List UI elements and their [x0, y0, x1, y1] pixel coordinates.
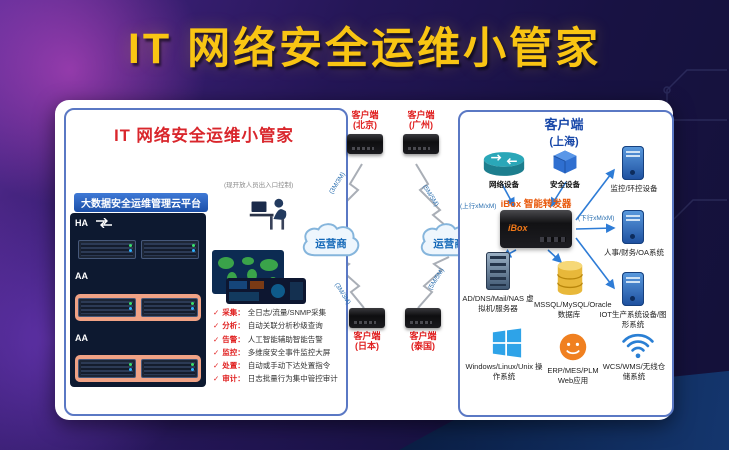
- cluster-label-aa2: AA: [75, 332, 88, 343]
- dashboard-image: [226, 278, 306, 304]
- security-device-icon: [553, 150, 577, 174]
- feature-desc: 人工智能辅助智能告警: [247, 334, 323, 344]
- wcs-label: WCS/WMS/无线仓储系统: [602, 362, 666, 381]
- operator-at-desk-illustration: [249, 198, 287, 230]
- left-panel-title: IT 网络安全运维小管家: [114, 127, 294, 145]
- server-rack-icon: [140, 358, 198, 378]
- switch-device-icon: [347, 133, 383, 154]
- os-label: Windows/Linux/Unix 操作系统: [465, 362, 543, 381]
- cluster-group-aa2: [75, 354, 201, 382]
- carrier-cloud-left: 运营商: [298, 220, 364, 264]
- ibox-device: iBox: [500, 210, 572, 248]
- server-rack-icon: [77, 240, 136, 260]
- feature-list: ✓采集：全日志/流量/SNMP采集 ✓分析：自动关联分析秒级查询 ✓告警：人工智…: [213, 306, 345, 386]
- feature-label: 处置：: [222, 361, 245, 371]
- network-device-label: 网络设备: [489, 180, 519, 189]
- feature-row: ✓审计：日志批量行为集中管控审计: [213, 372, 345, 385]
- platform-screenshot: HA AA AA: [70, 213, 206, 387]
- switch-device-icon: [349, 308, 385, 328]
- hr-tower-icon: [622, 210, 644, 244]
- server-rack-icon: [140, 240, 199, 260]
- switch-device-icon: [405, 308, 441, 328]
- client-location: (日本): [354, 341, 379, 352]
- cluster-label-aa1: AA: [75, 271, 88, 282]
- feature-desc: 自动或手动下达处置指令: [247, 361, 331, 371]
- client-location: (泰国): [410, 341, 435, 352]
- monitor-tower-icon: [622, 146, 644, 180]
- feature-label: 采集：: [222, 308, 245, 317]
- feature-row: ✓采集：全日志/流量/SNMP采集: [213, 306, 345, 319]
- check-icon: ✓: [213, 321, 220, 331]
- client-guangzhou: 客户端(广州): [398, 110, 444, 154]
- client-name: 客户端: [351, 110, 379, 120]
- database-label: MSSQL/MySQL/Oracle 数据库: [534, 300, 612, 319]
- client-name: 客户端: [407, 110, 435, 120]
- check-icon: ✓: [213, 347, 220, 357]
- feature-label: 审计：: [222, 374, 245, 384]
- right-panel-subtitle: (上海): [549, 136, 579, 149]
- server-rack-icon: [140, 297, 198, 317]
- database-icon: [557, 261, 583, 295]
- iot-label: IOT生产系统设备/图形系统: [599, 310, 667, 329]
- client-name: 客户端: [353, 331, 381, 341]
- erp-label: ERP/MES/PLM Web应用: [547, 366, 599, 385]
- feature-desc: 多维度安全事件监控大屏: [247, 347, 331, 357]
- client-name: 客户端: [409, 331, 437, 341]
- security-device-label: 安全设备: [550, 180, 580, 189]
- client-thailand: 客户端(泰国): [400, 308, 446, 352]
- feature-desc: 全日志/流量/SNMP采集: [247, 308, 327, 317]
- feature-row: ✓告警：人工智能辅助智能告警: [213, 333, 345, 346]
- feature-row: ✓监控：多维度安全事件监控大屏: [213, 346, 345, 359]
- client-japan: 客户端(日本): [344, 308, 390, 352]
- carrier-label: 运营商: [315, 238, 347, 250]
- feature-desc: 自动关联分析秒级查询: [247, 321, 323, 331]
- erp-app-icon: [559, 333, 587, 361]
- feature-label: 分析：: [222, 321, 245, 331]
- cloud-icon: [302, 223, 360, 257]
- right-panel-title-text: 客户端: [544, 117, 584, 132]
- feature-label: 监控：: [222, 347, 245, 357]
- downlink-label: (下行xM/xM): [578, 215, 615, 222]
- iot-tower-icon: [622, 272, 644, 306]
- ibox-title: iBox 智能转发器: [500, 199, 572, 210]
- page-title: IT 网络安全运维小管家: [127, 25, 602, 73]
- server-rack-icon: [78, 358, 136, 378]
- check-icon: ✓: [213, 374, 220, 384]
- feature-label: 告警：: [222, 334, 245, 344]
- uplink-label: (上行xM/xM): [460, 203, 497, 210]
- cluster-label-ha: HA: [75, 218, 88, 228]
- check-icon: ✓: [213, 361, 220, 371]
- switch-device-icon: [403, 133, 439, 154]
- server-rack-icon: [78, 297, 136, 317]
- check-icon: ✓: [213, 308, 220, 317]
- ad-server-icon: [486, 252, 510, 290]
- check-icon: ✓: [213, 334, 220, 344]
- router-icon: [483, 152, 525, 176]
- carrier-label: 运营商: [433, 238, 465, 250]
- windows-icon: [492, 328, 522, 358]
- client-location: (广州): [408, 120, 433, 131]
- ad-label: AD/DNS/Mail/NAS 虚拟机/服务器: [462, 294, 534, 313]
- cluster-group-aa1: [75, 293, 201, 321]
- feature-row: ✓处置：自动或手动下达处置指令: [213, 359, 345, 372]
- access-control-note: (现开放人员出入口控制): [224, 182, 294, 189]
- right-panel-title: 客户端 (上海): [458, 117, 670, 150]
- hr-label: 人事/财务/OA系统: [603, 248, 664, 257]
- monitor-label: 监控/环控设备: [610, 184, 658, 193]
- sync-arrows-icon: [96, 218, 112, 228]
- client-beijing: 客户端(北京): [342, 110, 388, 154]
- platform-banner: 大数据安全运维管理云平台: [74, 193, 208, 212]
- feature-desc: 日志批量行为集中管控审计: [247, 374, 338, 384]
- feature-row: ✓分析：自动关联分析秒级查询: [213, 319, 345, 332]
- ibox-brand-text: iBox: [508, 223, 528, 233]
- wifi-icon: [622, 333, 654, 359]
- client-location: (北京): [352, 120, 377, 131]
